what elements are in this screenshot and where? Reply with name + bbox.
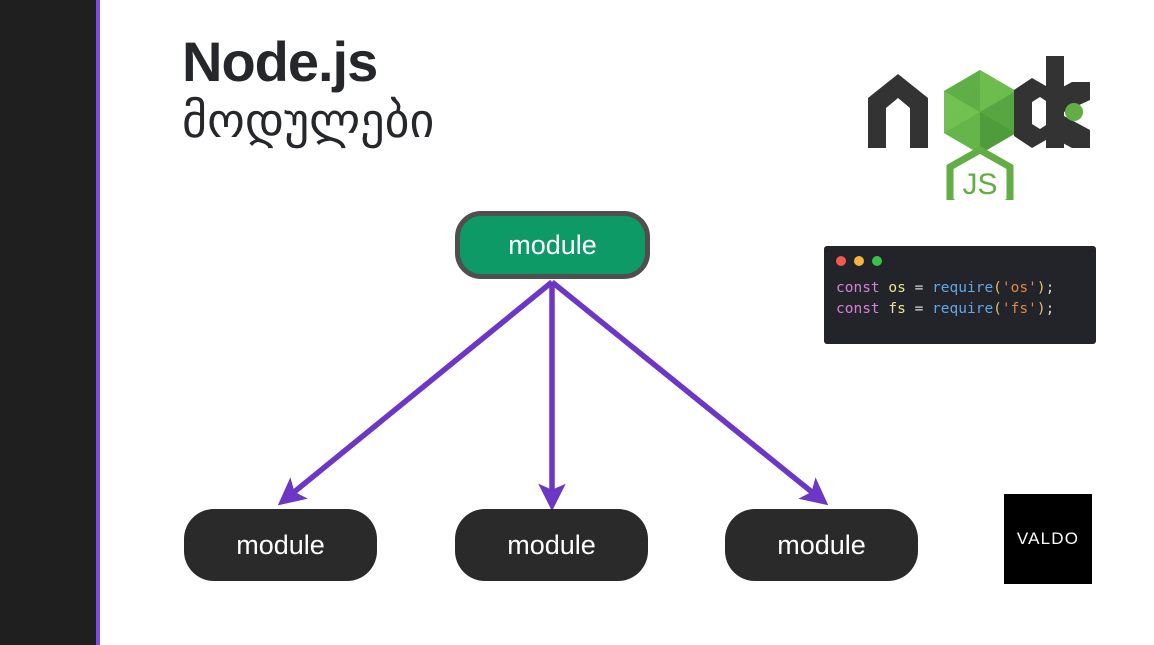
- code-operator: =: [914, 280, 924, 296]
- page-title: Node.js მოდულები: [182, 34, 434, 146]
- module-node-root[interactable]: module: [455, 211, 650, 279]
- module-node-label: module: [777, 529, 866, 560]
- logo-js-badge: JS: [946, 145, 1014, 223]
- code-semicolon: ;: [1045, 280, 1055, 296]
- sidebar-dark-rail: [0, 0, 96, 645]
- window-controls: [836, 256, 1084, 266]
- valdo-logo: VALDO: [1004, 494, 1092, 584]
- module-node-child-1[interactable]: module: [184, 509, 377, 581]
- code-operator: =: [914, 301, 924, 317]
- close-dot-icon[interactable]: [836, 256, 846, 266]
- logo-letter-n: [868, 74, 928, 148]
- code-open-paren: (: [993, 301, 1002, 317]
- sidebar-accent-line: [96, 0, 100, 645]
- code-open-paren: (: [993, 280, 1002, 296]
- valdo-logo-text: VALDO: [1016, 529, 1080, 548]
- code-keyword: const: [836, 280, 880, 296]
- code-line-2: const fs = require('fs');: [836, 299, 1084, 320]
- maximize-dot-icon[interactable]: [872, 256, 882, 266]
- code-snippet-card: const os = require('os'); const fs = req…: [824, 246, 1096, 344]
- code-keyword: const: [836, 301, 880, 317]
- module-node-child-2[interactable]: module: [455, 509, 648, 581]
- minimize-dot-icon[interactable]: [854, 256, 864, 266]
- code-string: 'fs': [1001, 301, 1037, 317]
- code-function: require: [932, 280, 994, 296]
- code-variable: fs: [888, 301, 906, 317]
- arrow-to-right-module: [550, 279, 829, 506]
- module-node-child-3[interactable]: module: [725, 509, 918, 581]
- code-function: require: [932, 301, 994, 317]
- logo-hexagon-o: [944, 70, 1016, 154]
- title-subtitle: მოდულები: [182, 95, 435, 148]
- svg-text:JS: JS: [962, 168, 997, 200]
- arrow-to-left-module: [277, 279, 554, 506]
- nodejs-logo: JS: [858, 52, 1096, 223]
- logo-letter-e: [1046, 82, 1090, 148]
- title-primary: Node.js: [182, 30, 378, 93]
- code-variable: os: [888, 280, 906, 296]
- module-node-label: module: [508, 229, 597, 260]
- code-close-paren: ): [1036, 301, 1046, 317]
- code-string: 'os': [1001, 280, 1037, 296]
- code-line-1: const os = require('os');: [836, 278, 1084, 299]
- module-node-label: module: [507, 529, 596, 560]
- code-close-paren: ): [1036, 280, 1046, 296]
- code-semicolon: ;: [1045, 301, 1055, 317]
- module-node-label: module: [236, 529, 325, 560]
